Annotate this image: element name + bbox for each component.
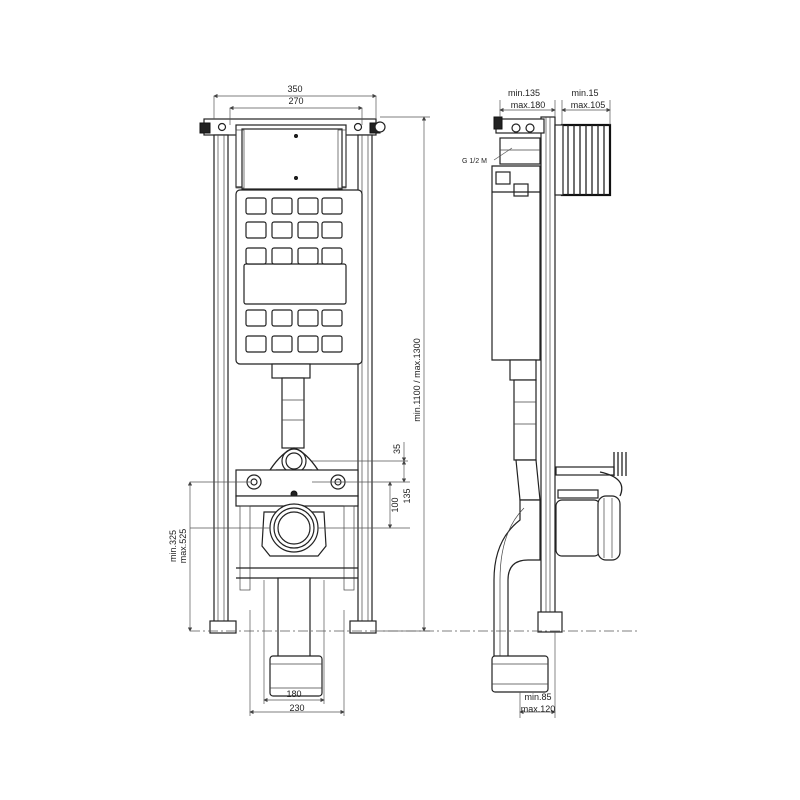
label-outlet-min: min.325 [168,530,178,562]
cistern-panel-cell [271,309,293,327]
flush-plate-opening [235,124,347,190]
service-opening [243,263,347,305]
cistern-panel-cell [297,309,319,327]
cistern-panel-cell [271,221,293,239]
cistern-panel-cell [297,197,319,215]
mounting-studs [555,452,627,499]
wall-panel [554,123,612,197]
right-foot [349,620,377,634]
label-water-inlet: G 1/2 M [462,158,487,165]
cistern-panel-cell [321,197,343,215]
cistern-panel-cell [245,197,267,215]
cistern-panel-cell [245,335,267,353]
side-bend-pipe [493,499,541,661]
cistern-panel-cell [245,221,267,239]
label-350: 350 [287,84,302,94]
label-wall-max: max.105 [571,100,606,110]
side-drain-socket [491,655,549,693]
side-top-bracket [493,116,545,165]
wc-outlet [261,503,327,557]
cistern-side [491,165,541,361]
cistern-panel-cell [321,221,343,239]
label-100: 100 [390,497,400,512]
cistern-panel-cell [321,247,343,265]
left-foot [209,620,237,634]
left-top-bracket [199,122,211,134]
cistern-panel-cell [297,247,319,265]
label-outlet-depth-max: max.120 [521,704,556,714]
label-230: 230 [289,703,304,713]
label-wall-min: min.15 [571,88,598,98]
label-outlet-depth-min: min.85 [524,692,551,702]
side-flush-pipe [509,359,541,501]
label-height-range: min.1100 / max.1300 [412,338,422,421]
cistern-panel-cell [271,335,293,353]
cistern-body [235,189,363,365]
cistern-panel-cell [271,247,293,265]
drain-pipe [269,577,323,697]
cistern-panel-cell [245,247,267,265]
label-depth-max: max.180 [511,100,546,110]
label-270: 270 [288,96,303,106]
side-view: min.135 max.180 min.15 max.105 G 1/2 M m… [460,88,640,718]
front-view: 350 270 min.1100 / max.1300 35 135 100 m… [168,84,460,716]
left-post [213,134,229,632]
pipe-fitting [269,447,319,474]
label-outlet-max: max.525 [178,529,188,564]
cistern-panel-cell [321,309,343,327]
label-135: 135 [402,488,412,503]
cistern-panel-cell [321,335,343,353]
leader-water-inlet [493,147,513,161]
label-35: 35 [392,444,402,454]
flush-pipe [271,363,311,449]
cistern-panel-cell [297,221,319,239]
wc-mounting-bar [235,469,359,498]
label-depth-min: min.135 [508,88,540,98]
side-outlet [555,471,623,561]
side-frame-post [540,116,556,632]
cistern-panel-cell [245,309,267,327]
label-180: 180 [286,689,301,699]
cistern-panel-cell [271,197,293,215]
cistern-panel-cell [297,335,319,353]
